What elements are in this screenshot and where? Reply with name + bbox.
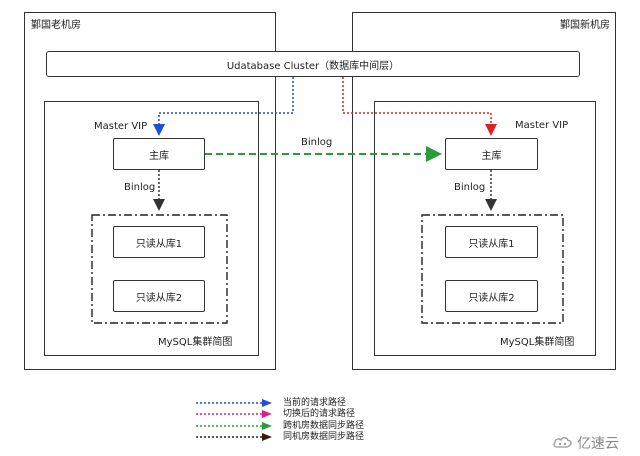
new-binlog-label: Binlog (454, 182, 486, 193)
old-replica-group (91, 214, 228, 324)
new-replica-1: 只读从库1 (445, 226, 538, 258)
switched-request-path (342, 77, 497, 136)
new-replica-2: 只读从库2 (445, 280, 538, 312)
cluster-label: Udatabase Cluster（数据库中间层） (226, 60, 400, 72)
old-room-label: 鄞国老机房 (31, 20, 81, 31)
legend-cross-room-sync: 跨机房数据同步路径 (283, 421, 365, 431)
current-request-path (153, 77, 294, 136)
watermark: 亿速云 (552, 433, 619, 453)
old-binlog-label: Binlog (124, 182, 156, 193)
new-replica-1-label: 只读从库1 (468, 238, 515, 250)
old-master-db: 主库 (113, 138, 205, 170)
old-replica-1-label: 只读从库1 (135, 238, 183, 250)
cross-binlog-label: Binlog (301, 137, 333, 148)
legend-current-request: 当前的请求路径 (283, 398, 347, 408)
new-replica-group (421, 214, 564, 324)
new-room-label: 鄞国新机房 (560, 20, 610, 31)
new-diagram-label: MySQL集群简图 (500, 337, 575, 348)
legend-arrow-black (262, 433, 272, 441)
watermark-text: 亿速云 (577, 436, 619, 452)
legend-same-room-sync: 同机房数据同步路径 (283, 432, 365, 442)
new-master-db: 主库 (445, 138, 538, 170)
new-master-db-label: 主库 (481, 150, 502, 162)
old-diagram-label: MySQL集群简图 (158, 337, 233, 348)
legend-arrow-green (262, 422, 272, 430)
legend-arrow-pink (262, 410, 272, 418)
old-replica-1: 只读从库1 (113, 226, 205, 258)
old-replica-2: 只读从库2 (113, 280, 205, 312)
legend-arrow-blue (262, 399, 272, 407)
cloud-logo-icon (553, 437, 572, 448)
new-replica-2-label: 只读从库2 (468, 292, 515, 304)
old-master-vip-label: Master VIP (94, 121, 148, 132)
old-replica-2-label: 只读从库2 (135, 292, 183, 304)
udatabase-cluster-bar: Udatabase Cluster（数据库中间层） (46, 51, 580, 77)
new-master-vip-label: Master VIP (515, 120, 569, 131)
legend-switched-request: 切换后的请求路径 (283, 409, 356, 419)
old-master-db-label: 主库 (149, 150, 169, 162)
